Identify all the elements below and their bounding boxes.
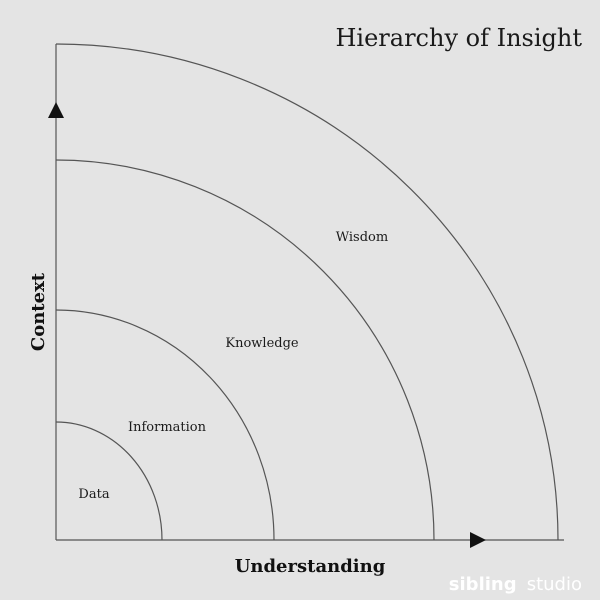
band-label-data: Data <box>78 487 109 502</box>
arc-data <box>55 421 163 541</box>
arc-wisdom <box>55 43 559 541</box>
brand-logo-light: studio <box>527 574 582 595</box>
arc-knowledge <box>55 159 435 541</box>
brand-logo-bold: sibling <box>449 574 517 595</box>
arc-information <box>55 309 275 541</box>
x-axis-arrow-icon <box>470 532 486 548</box>
band-label-information: Information <box>128 420 207 435</box>
band-label-wisdom: Wisdom <box>336 230 388 245</box>
band-label-knowledge: Knowledge <box>225 336 299 351</box>
x-axis-label: Understanding <box>235 556 386 577</box>
diagram-title: Hierarchy of Insight <box>335 24 582 52</box>
y-axis-label: Context <box>28 272 49 351</box>
brand-logo: sibling studio <box>449 574 582 595</box>
y-axis-arrow-icon <box>48 102 64 118</box>
